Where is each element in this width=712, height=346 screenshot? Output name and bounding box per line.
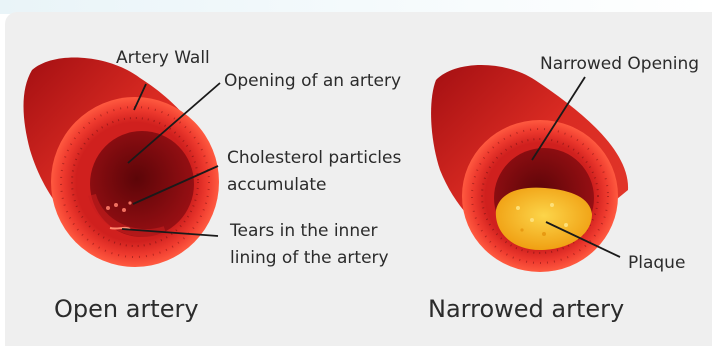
- open-artery-caption: Open artery: [54, 294, 199, 324]
- artery-wall-label: Artery Wall: [116, 47, 210, 70]
- tears-label-line1: Tears in the inner: [230, 220, 378, 243]
- narrowed-opening-label: Narrowed Opening: [540, 53, 699, 76]
- open-artery-illustration: [24, 58, 221, 267]
- tears-label-line2: lining of the artery: [230, 247, 389, 270]
- opening-label: Opening of an artery: [224, 70, 401, 93]
- narrowed-artery-caption: Narrowed artery: [428, 294, 624, 324]
- cholesterol-label-line2: accumulate: [227, 174, 327, 197]
- plaque-label: Plaque: [628, 252, 685, 275]
- cholesterol-label-line1: Cholesterol particles: [227, 147, 401, 170]
- narrowed-artery-illustration: [431, 65, 628, 272]
